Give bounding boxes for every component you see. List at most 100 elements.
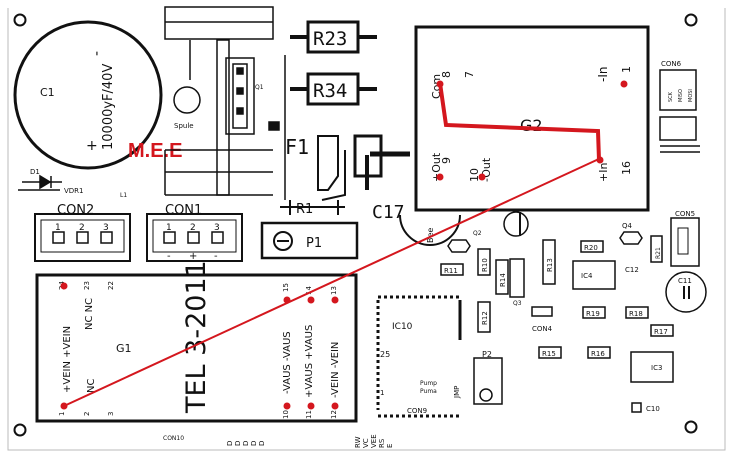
connector-con1: CON1 1 2 3 - + - xyxy=(146,203,243,262)
ic10-pin-25: 25 xyxy=(380,350,390,359)
module-g2: G2 Com 8 7 -In 1 +Out 9 10 -Out +In 16 xyxy=(414,25,650,212)
con1-pin-3: 3 xyxy=(214,223,220,233)
buzzer-bee: Bee xyxy=(399,211,529,246)
connector-con6: CON6 SCK MISO MOSI xyxy=(659,60,700,153)
mounting-hole-top-left xyxy=(13,13,27,27)
resistor-r34: R34 xyxy=(290,72,377,106)
g1-pin-11: 11 xyxy=(305,410,313,419)
mounting-hole-bottom-left xyxy=(13,423,27,437)
ic4-label: IC4 xyxy=(581,272,593,280)
bottom-mark-vc: VC xyxy=(362,438,370,448)
c11-label: C11 xyxy=(678,277,692,285)
resistor-r11 xyxy=(440,263,464,276)
c1-minus-label: - xyxy=(89,51,105,56)
g1-pin-13: 13 xyxy=(330,286,338,295)
bottom-mark-rs: RS xyxy=(378,438,386,448)
con2-pin-2: 2 xyxy=(79,223,85,233)
resistor-r18 xyxy=(625,306,649,319)
board-outline xyxy=(7,8,726,451)
g1-pin-vein-minus: -VEIN -VEIN xyxy=(330,342,341,398)
g2-pin-in-minus: -In xyxy=(596,67,610,82)
resistor-r20 xyxy=(580,240,604,253)
con9-label: CON9 xyxy=(407,407,427,415)
bottom-mark-rw: RW xyxy=(354,436,362,448)
bottom-mark-vee: VEE xyxy=(370,434,378,448)
bottom-mark-1: D xyxy=(226,441,234,446)
resistor-r21 xyxy=(650,235,663,263)
g2-label: G2 xyxy=(520,116,543,135)
g1-pin-1: 1 xyxy=(58,412,66,416)
board-logo-mee: M.E.E xyxy=(128,140,182,162)
ic-ic10: IC10 25 1 xyxy=(376,295,462,410)
r21-label: R21 xyxy=(655,247,662,259)
con2-label: CON2 xyxy=(57,203,94,218)
r18-label: R18 xyxy=(629,310,643,318)
potentiometer-p1: P1 xyxy=(260,221,359,260)
con10-ghost-label: CON10 xyxy=(163,435,184,442)
con1-pin-2: 2 xyxy=(190,223,196,233)
c12-label: C12 xyxy=(625,266,639,274)
transistor-q3: Q3 xyxy=(509,258,525,307)
resistor-r10 xyxy=(477,248,491,276)
red-pads xyxy=(60,80,628,410)
r1-label: R1 xyxy=(296,202,313,217)
g1-pin-12: 12 xyxy=(330,410,338,419)
r11-label: R11 xyxy=(444,267,458,275)
g2-pin-8: 8 xyxy=(440,71,453,78)
transistor-q2: Q2 xyxy=(447,230,482,253)
resistor-r13 xyxy=(542,239,556,285)
spule-label: Spule xyxy=(174,122,194,130)
capacitor-c10: C10 xyxy=(631,402,660,413)
g1-pin-23: 23 xyxy=(83,281,91,290)
ic10-label: IC10 xyxy=(392,322,413,332)
puma-label: Puma xyxy=(420,388,437,395)
red-traces xyxy=(63,82,602,407)
c1-label: C1 xyxy=(40,86,55,99)
con2-pin-1: 1 xyxy=(55,223,61,233)
fuse-f1 xyxy=(284,55,410,201)
con1-pin-1: 1 xyxy=(166,223,172,233)
g1-pin-2: 2 xyxy=(83,412,91,416)
c10-label: C10 xyxy=(646,405,660,413)
con6-pin-mosi: MOSI xyxy=(688,89,694,102)
g1-pin-22: 22 xyxy=(107,281,115,290)
r34-label: R34 xyxy=(313,80,347,102)
q3-label: Q3 xyxy=(513,300,522,307)
potentiometer-p2: P2 xyxy=(473,350,503,405)
con6-label: CON6 xyxy=(661,60,682,68)
mounting-hole-bottom-right xyxy=(684,420,698,434)
resistor-r17 xyxy=(650,324,674,337)
q4-label: Q4 xyxy=(622,222,633,230)
resistor-r1 xyxy=(280,200,345,215)
vdr1-label: VDR1 xyxy=(64,187,84,195)
diode-d1 xyxy=(18,174,62,191)
r19-label: R19 xyxy=(586,310,600,318)
connector-con5: CON5 xyxy=(670,210,700,267)
heatsink-q1 xyxy=(164,6,280,196)
mounting-hole-top-right xyxy=(684,13,698,27)
p2-label: P2 xyxy=(482,350,492,359)
resistor-r23: R23 xyxy=(290,20,377,54)
con1-label: CON1 xyxy=(165,203,202,218)
g1-pin-3: 3 xyxy=(107,412,115,416)
pump-label: Pump xyxy=(420,380,437,387)
bottom-edge-marks: D D D D D RW VC VEE RS E CON10 xyxy=(163,434,394,448)
g2-pin-10: 10 xyxy=(468,168,481,182)
transformer-model-label: TEL 3-2011 xyxy=(181,260,212,414)
con2-pin-3: 3 xyxy=(103,223,109,233)
p1-label: P1 xyxy=(306,236,322,251)
bottom-mark-3: D xyxy=(242,441,250,446)
connector-con2: CON2 1 2 3 xyxy=(34,203,131,262)
connector-con9: CON9 xyxy=(378,407,460,418)
c17-label: C17 xyxy=(372,202,405,223)
d1-label: D1 xyxy=(30,168,40,176)
bottom-mark-e: E xyxy=(386,444,394,448)
ic3-label: IC3 xyxy=(651,364,662,372)
l1-label: L1 xyxy=(120,192,127,199)
q1-label: Q1 xyxy=(255,84,264,91)
g1-pin-vein-plus: +VEIN +VEIN xyxy=(62,326,73,393)
g2-pin-16: 16 xyxy=(620,161,633,175)
g2-pin-1: 1 xyxy=(620,66,633,73)
g1-label: G1 xyxy=(116,342,132,355)
